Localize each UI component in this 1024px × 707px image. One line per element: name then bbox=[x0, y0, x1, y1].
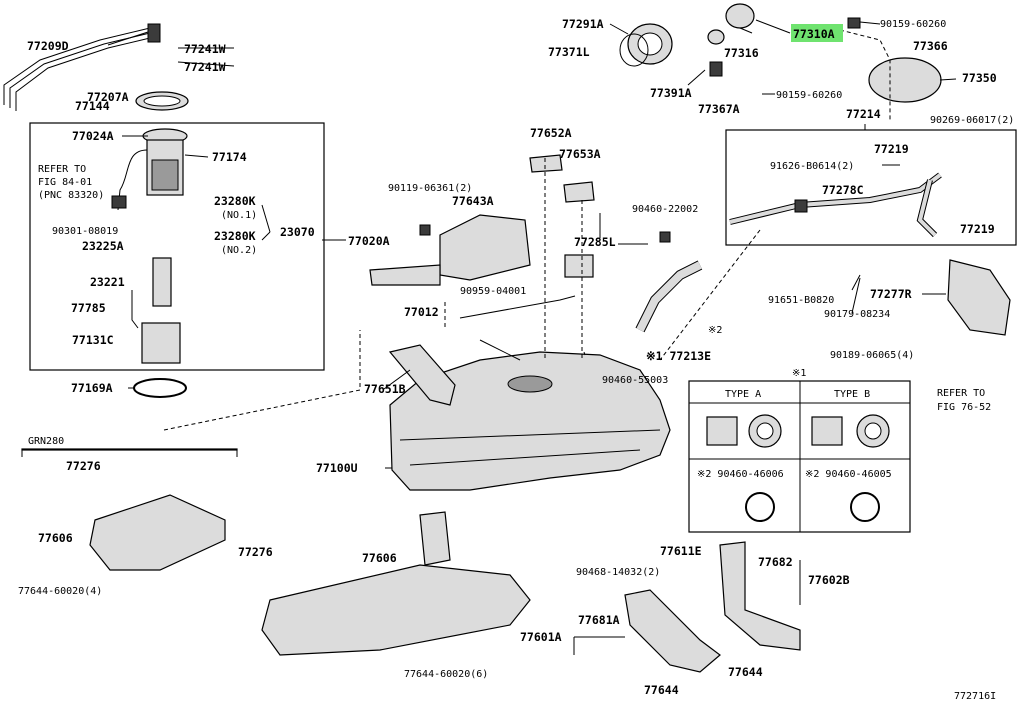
refer-pnc-text: (PNC 83320) bbox=[38, 190, 104, 201]
mark-1: ※1 bbox=[792, 368, 806, 379]
label-no1: (NO.1) bbox=[221, 210, 257, 221]
type-b-label: TYPE B bbox=[834, 389, 870, 400]
label-77367a: 77367A bbox=[698, 102, 740, 116]
skid-plate-small bbox=[89, 494, 226, 571]
label-90460-a: 90460-22002 bbox=[632, 204, 698, 215]
label-77371l: 77371L bbox=[548, 45, 590, 59]
label-77241w-1: 77241W bbox=[184, 42, 226, 56]
label-77644-d: 77644 bbox=[644, 683, 679, 697]
diagram-ref-number: 772716I bbox=[954, 691, 996, 702]
label-77241w-2: 77241W bbox=[184, 60, 226, 74]
fuel-pump-module bbox=[111, 128, 188, 364]
tank-strap-b bbox=[719, 541, 801, 651]
label-90159-b: 90159-60260 bbox=[776, 90, 842, 101]
filler-pipe bbox=[659, 172, 942, 243]
skid-plate-large bbox=[261, 564, 531, 656]
label-77606-a: 77606 bbox=[38, 531, 73, 545]
label-77024a: 77024A bbox=[72, 129, 114, 143]
label-77207a: 77207A bbox=[87, 90, 129, 104]
label-77169a: 77169A bbox=[71, 381, 113, 395]
label-77144: 77144 bbox=[75, 99, 110, 113]
label-77213e: ※1 77213E bbox=[646, 349, 711, 363]
label-77100u: 77100U bbox=[316, 461, 358, 475]
label-77606-b: 77606 bbox=[362, 551, 397, 565]
label-91626: 91626-B0614(2) bbox=[770, 161, 854, 172]
label-77277r: 77277R bbox=[870, 287, 912, 301]
label-77651b: 77651B bbox=[364, 382, 406, 396]
label-90269: 90269-06017(2) bbox=[930, 115, 1014, 126]
label-77601a: 77601A bbox=[520, 630, 562, 644]
label-23280k-1: 23280K bbox=[214, 194, 256, 208]
filler-housing bbox=[947, 259, 1011, 336]
label-77276-b: 77276 bbox=[238, 545, 273, 559]
label-77276-a: 77276 bbox=[66, 459, 101, 473]
label-77174: 77174 bbox=[212, 150, 247, 164]
gasket-77169a bbox=[133, 378, 187, 398]
label-23221: 23221 bbox=[90, 275, 125, 289]
label-77020a: 77020A bbox=[348, 234, 390, 248]
type-a-label: TYPE A bbox=[725, 389, 761, 400]
tank-strap-a bbox=[624, 589, 721, 673]
grn280-box bbox=[21, 448, 238, 451]
fuel-tank bbox=[388, 344, 671, 491]
leader-lines bbox=[107, 19, 957, 655]
label-77285l: 77285L bbox=[574, 235, 616, 249]
label-90119: 90119-06361(2) bbox=[388, 183, 472, 194]
label-77291a: 77291A bbox=[562, 17, 604, 31]
label-77391a: 77391A bbox=[650, 86, 692, 100]
label-77219-b: 77219 bbox=[960, 222, 995, 236]
label-77214: 77214 bbox=[846, 107, 881, 121]
label-90179: 90179-08234 bbox=[824, 309, 890, 320]
bracket-group bbox=[369, 154, 595, 286]
label-90159-a: 90159-60260 bbox=[880, 19, 946, 30]
grade-label: GRN280 bbox=[28, 436, 64, 447]
fuel-pump-group-box bbox=[29, 122, 325, 371]
label-23280k-2: 23280K bbox=[214, 229, 256, 243]
label-77366: 77366 bbox=[913, 39, 948, 53]
label-77644-c: 77644 bbox=[728, 665, 763, 679]
label-77652a: 77652A bbox=[530, 126, 572, 140]
label-no2: (NO.2) bbox=[221, 245, 257, 256]
label-77316: 77316 bbox=[724, 46, 759, 60]
label-23225a: 23225A bbox=[82, 239, 124, 253]
refer-to-text-2: REFER TO bbox=[937, 388, 985, 399]
label-77278c: 77278C bbox=[822, 183, 864, 197]
label-77611e: 77611E bbox=[660, 544, 702, 558]
label-77785: 77785 bbox=[71, 301, 106, 315]
label-77310a: 77310A bbox=[793, 27, 835, 41]
label-90189: 90189-06065(4) bbox=[830, 350, 914, 361]
label-77682: 77682 bbox=[758, 555, 793, 569]
label-77653a: 77653A bbox=[559, 147, 601, 161]
refer-fig-text-2: FIG 76-52 bbox=[937, 402, 991, 413]
refer-to-text: REFER TO bbox=[38, 164, 86, 175]
highlight-marker bbox=[791, 24, 843, 42]
label-77209d: 77209D bbox=[27, 39, 69, 53]
fuel-line-assembly bbox=[3, 23, 161, 111]
label-77643a: 77643A bbox=[452, 194, 494, 208]
clamp-a-label: ※2 90460-46006 bbox=[697, 469, 784, 480]
label-77131c: 77131C bbox=[72, 333, 114, 347]
label-91651: 91651-B0820 bbox=[768, 295, 834, 306]
refer-fig-text: FIG 84-01 bbox=[38, 177, 92, 188]
label-90301: 90301-08019 bbox=[52, 226, 118, 237]
label-77012: 77012 bbox=[404, 305, 439, 319]
mark-2: ※2 bbox=[708, 325, 722, 336]
label-77681a: 77681A bbox=[578, 613, 620, 627]
part-labels: 77209D 77241W 77241W 77207A 77144 77024A… bbox=[18, 17, 1014, 702]
label-77219-a: 77219 bbox=[874, 142, 909, 156]
label-23070: 23070 bbox=[280, 225, 315, 239]
label-90468: 90468-14032(2) bbox=[576, 567, 660, 578]
label-90959: 90959-04001 bbox=[460, 286, 526, 297]
clamp-icons bbox=[706, 414, 890, 522]
label-77602b: 77602B bbox=[808, 573, 850, 587]
clamp-b-label: ※2 90460-46005 bbox=[805, 469, 892, 480]
label-77644-b: 77644-60020(6) bbox=[404, 669, 488, 680]
label-77350: 77350 bbox=[962, 71, 997, 85]
label-77644-a: 77644-60020(4) bbox=[18, 586, 102, 597]
hose-assembly bbox=[459, 260, 703, 361]
label-90460-b: 90460-55003 bbox=[602, 375, 668, 386]
